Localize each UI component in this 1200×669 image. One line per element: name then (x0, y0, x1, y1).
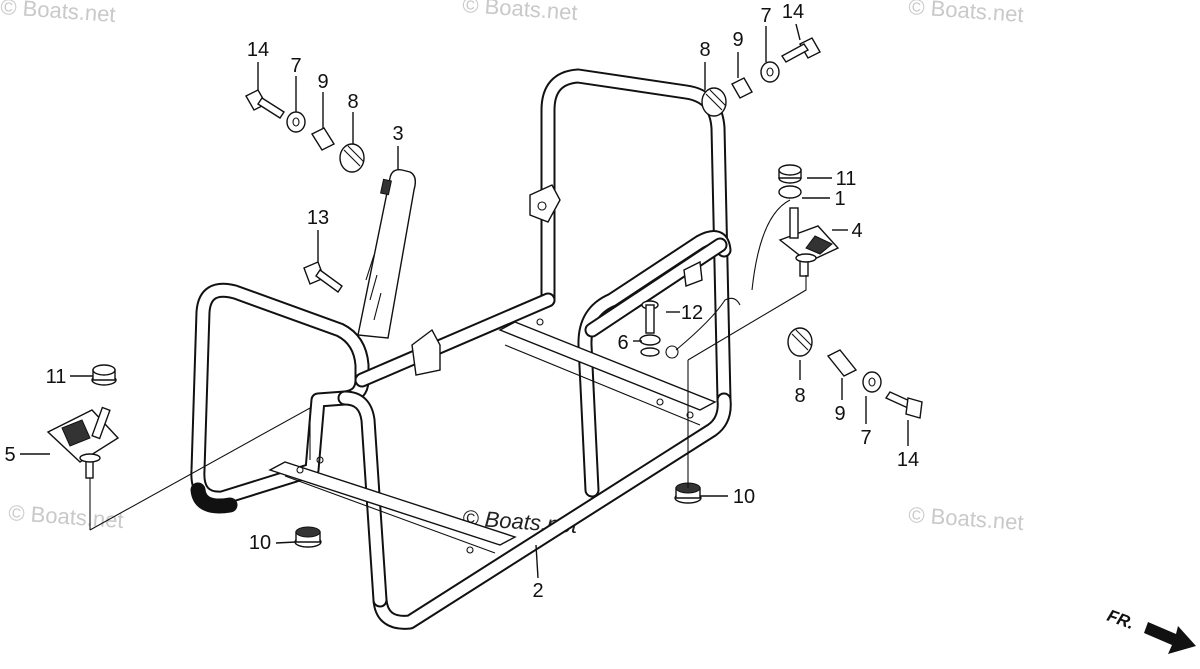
callout-1: 1 (834, 188, 845, 210)
watermark-bottom-right: © Boats.net (908, 502, 1025, 535)
battery-strap (357, 168, 417, 339)
callout-13: 13 (307, 207, 329, 229)
frame-assembly (190, 68, 732, 630)
leader-lines (20, 23, 909, 579)
front-arrow-icon (1144, 622, 1196, 654)
collar-9-left (310, 127, 336, 151)
callout-6: 6 (617, 332, 628, 354)
callout-7-left: 7 (290, 55, 301, 77)
washer-1 (778, 185, 802, 199)
collar-9-top (731, 77, 753, 99)
mount-rubber-5 (46, 406, 120, 479)
washer-7-right (862, 371, 882, 393)
callout-9-left: 9 (317, 71, 328, 93)
callout-9-top: 9 (732, 29, 743, 51)
callout-10-left: 10 (249, 532, 271, 554)
callout-14-top: 14 (782, 1, 804, 23)
callout-5: 5 (4, 444, 15, 466)
callout-labels: 14 7 9 8 3 13 11 5 10 10 12 6 11 1 4 2 8… (4, 1, 919, 602)
battery-cable (675, 199, 791, 351)
watermark-top-right: © Boats.net (908, 0, 1025, 27)
bolt-12 (641, 300, 659, 334)
mount-rubber-4 (778, 207, 840, 277)
watermarks: © Boats.net © Boats.net © Boats.net © Bo… (0, 0, 1024, 538)
callout-14-left: 14 (247, 39, 269, 61)
watermark-bottom-left: © Boats.net (8, 500, 125, 533)
cable-terminal (665, 345, 679, 359)
grommet-8-top (701, 87, 727, 117)
washer-6 (639, 334, 661, 346)
washer-7-top (760, 61, 780, 83)
callout-2: 2 (532, 580, 543, 602)
callout-8-right: 8 (794, 385, 805, 407)
callout-8-top: 8 (699, 39, 710, 61)
flange-nut-10-left (294, 526, 322, 548)
washer-6-inner (640, 347, 660, 357)
flange-nut-11-left (91, 364, 117, 386)
watermark-top-center: © Boats.net (462, 0, 579, 25)
callout-4: 4 (851, 220, 862, 242)
collar-9-right (826, 349, 858, 377)
callout-12: 12 (681, 302, 703, 324)
callout-9-right: 9 (834, 403, 845, 425)
front-label: FR. (1105, 606, 1137, 633)
callout-7-top: 7 (760, 5, 771, 27)
bolt-14-top (780, 37, 821, 63)
grommet-8-right (787, 327, 813, 357)
callout-7-right: 7 (860, 427, 871, 449)
front-indicator: FR. (1105, 606, 1196, 654)
callout-11-left: 11 (46, 366, 67, 388)
bolt-14-right (884, 391, 923, 419)
grommet-8-left (339, 143, 365, 173)
callout-3: 3 (392, 123, 403, 145)
callout-14-right: 14 (897, 449, 919, 471)
callout-11-right: 11 (836, 168, 857, 190)
washer-7-left (286, 111, 306, 133)
callout-10-right: 10 (733, 486, 755, 508)
flange-nut-11-right (778, 164, 802, 184)
bolt-14-left (245, 89, 285, 119)
bolt-13 (303, 261, 343, 293)
watermark-top-left: © Boats.net (0, 0, 116, 27)
callout-8-left: 8 (347, 91, 358, 113)
